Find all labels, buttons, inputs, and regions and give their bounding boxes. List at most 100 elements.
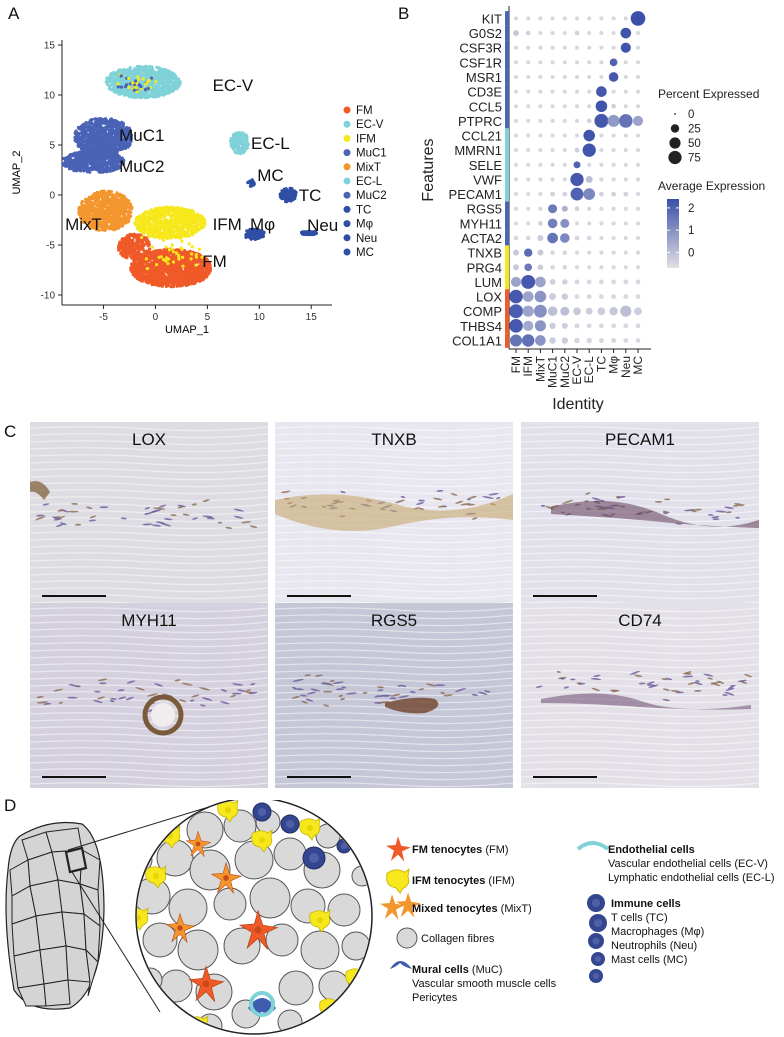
umap-point — [159, 82, 163, 86]
umap-point — [99, 143, 103, 147]
umap-point — [86, 170, 90, 174]
umap-point — [129, 76, 133, 81]
umap-point — [164, 92, 168, 96]
umap-point — [170, 75, 174, 79]
umap-point — [98, 214, 102, 218]
umap-point — [153, 282, 157, 286]
umap-point — [76, 125, 81, 130]
umap-point — [163, 266, 167, 270]
umap-x-tick-label: -5 — [99, 312, 108, 323]
umap-point — [101, 121, 105, 125]
umap-point — [93, 222, 97, 226]
umap-point — [109, 193, 113, 197]
umap-point — [111, 141, 115, 145]
umap-point — [119, 212, 123, 216]
umap-point — [128, 66, 132, 70]
umap-point — [125, 202, 129, 206]
umap-point — [169, 213, 173, 218]
umap-point — [105, 224, 109, 228]
umap-point — [120, 223, 124, 227]
umap-point — [121, 124, 125, 128]
umap-point — [158, 70, 162, 74]
umap-point — [114, 198, 118, 202]
umap-cluster-MuC1 — [73, 117, 133, 158]
umap-point — [179, 251, 184, 255]
umap-point — [89, 128, 93, 132]
umap-y-tick-label: 15 — [44, 41, 56, 52]
umap-point — [144, 91, 148, 95]
umap-point — [81, 130, 85, 134]
umap-point — [122, 199, 126, 203]
umap-point — [121, 162, 126, 166]
umap-point — [122, 145, 126, 149]
umap-point — [124, 141, 128, 145]
umap-point — [150, 66, 154, 70]
panel-letter-a: A — [8, 4, 20, 23]
umap-point — [87, 124, 91, 128]
umap-point — [97, 154, 101, 158]
umap-point — [87, 217, 91, 222]
umap-point — [159, 223, 163, 227]
umap-point — [95, 192, 99, 196]
umap-point — [107, 202, 111, 206]
umap-point — [99, 204, 103, 208]
umap-point — [77, 211, 81, 215]
umap-point — [89, 203, 93, 207]
umap-point — [116, 221, 121, 225]
umap-point — [88, 195, 92, 199]
umap-point — [108, 169, 112, 173]
umap-point — [155, 230, 159, 234]
umap-point — [154, 87, 158, 91]
umap-point — [95, 228, 99, 232]
umap-point — [118, 92, 123, 96]
umap-point — [183, 208, 187, 212]
umap-cluster-IFM — [133, 205, 207, 241]
umap-point — [151, 269, 155, 273]
umap-point — [154, 71, 158, 75]
umap-point — [160, 284, 164, 288]
umap-point — [157, 209, 161, 213]
umap-point — [145, 72, 149, 76]
umap-point — [112, 82, 116, 86]
umap-point — [192, 215, 197, 219]
umap-point — [94, 147, 98, 151]
umap-point — [171, 89, 175, 93]
umap-point — [90, 137, 94, 141]
umap-point — [194, 229, 198, 233]
umap-point — [118, 203, 122, 207]
umap-point — [122, 215, 126, 219]
umap-point — [104, 150, 108, 154]
umap-points — [61, 64, 318, 289]
umap-point — [89, 118, 93, 122]
umap-point — [167, 80, 171, 84]
umap-point — [115, 226, 119, 230]
umap-point — [180, 274, 184, 278]
umap-point — [150, 281, 154, 285]
umap-point — [127, 93, 131, 97]
umap-point — [108, 128, 112, 132]
umap-y-tick-label: -10 — [41, 291, 56, 302]
umap-point — [147, 68, 151, 72]
umap-point — [170, 80, 174, 84]
umap-point — [173, 282, 177, 286]
umap-point — [102, 163, 106, 167]
umap-point — [133, 74, 138, 78]
umap-point — [111, 193, 115, 197]
umap-point — [110, 154, 114, 158]
umap-point — [184, 211, 188, 215]
umap-point — [106, 145, 110, 150]
umap-point — [148, 65, 152, 69]
umap-point — [89, 166, 93, 170]
umap-point — [69, 163, 73, 167]
umap-point — [117, 215, 121, 219]
umap-point — [116, 125, 120, 129]
umap-point — [131, 92, 135, 96]
umap-point — [112, 220, 116, 224]
umap-point — [170, 87, 174, 91]
umap-point — [100, 195, 104, 199]
umap-point — [102, 189, 106, 194]
umap-point — [159, 86, 164, 90]
umap-point — [161, 214, 165, 218]
umap-point — [176, 228, 181, 232]
